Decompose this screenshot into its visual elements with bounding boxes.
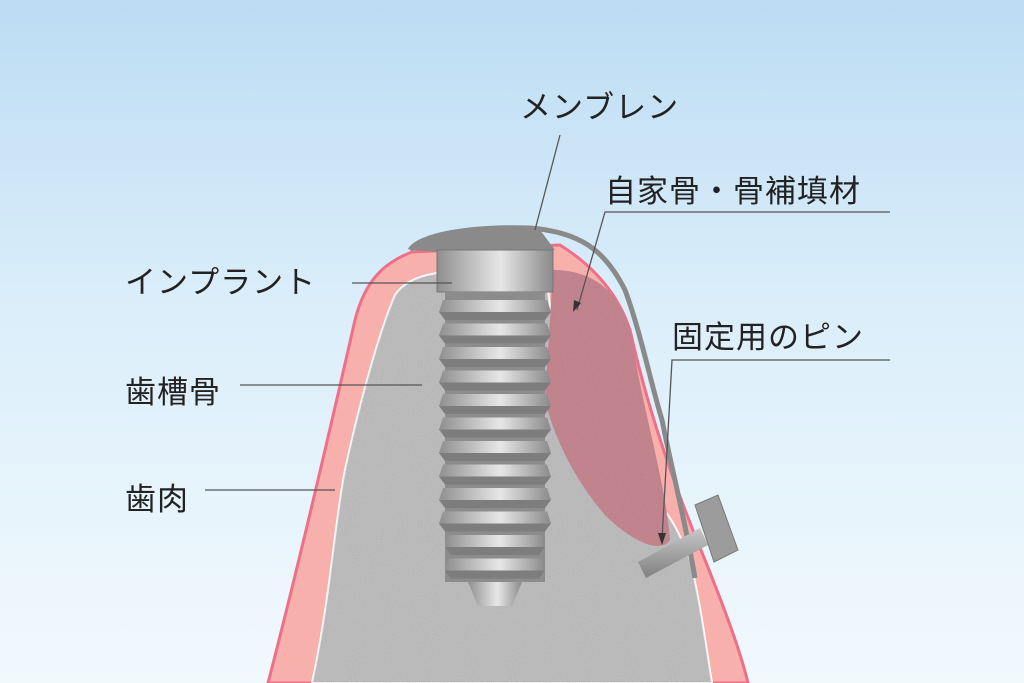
- implant-thread: [439, 441, 551, 453]
- label-graft: 自家骨・骨補填材: [605, 174, 861, 210]
- implant-thread-shadow: [439, 476, 551, 485]
- implant-tip: [468, 582, 522, 606]
- implant-thread-shadow: [439, 453, 551, 461]
- implant-thread: [439, 417, 551, 430]
- implant-thread-shadow: [445, 570, 545, 579]
- graft-leader: [576, 211, 890, 311]
- implant-thread: [439, 323, 551, 336]
- implant-thread-shadow: [439, 500, 551, 508]
- label-implant: インプラント: [125, 265, 317, 301]
- implant-thread-shadow: [439, 312, 551, 320]
- label-alveolar-bone: 歯槽骨: [125, 375, 221, 411]
- implant-thread: [439, 394, 551, 406]
- implant-thread: [439, 370, 551, 383]
- implant-thread: [439, 511, 551, 524]
- implant-thread: [445, 558, 545, 571]
- membrane-leader: [534, 134, 561, 231]
- label-gum: 歯肉: [125, 482, 189, 518]
- fixation-pin: [638, 494, 739, 578]
- implant-thread: [439, 464, 551, 477]
- implant-thread-shadow: [439, 523, 551, 532]
- implant-thread: [439, 300, 551, 312]
- implant-thread: [439, 488, 551, 500]
- label-membrane: メンブレン: [520, 90, 680, 126]
- implant-thread-shadow: [439, 335, 551, 344]
- implant-thread-shadow: [439, 406, 551, 414]
- implant-thread: [445, 535, 545, 547]
- implant-thread-shadow: [445, 547, 545, 555]
- implant-thread-shadow: [439, 382, 551, 391]
- pin-leader: [661, 359, 890, 541]
- implant-thread-shadow: [439, 429, 551, 438]
- implant-thread-shadow: [439, 359, 551, 367]
- membrane: [407, 225, 698, 579]
- implant: [436, 249, 554, 606]
- label-pin: 固定用のピン: [672, 320, 864, 356]
- implant-thread: [439, 347, 551, 359]
- implant-head: [436, 249, 554, 293]
